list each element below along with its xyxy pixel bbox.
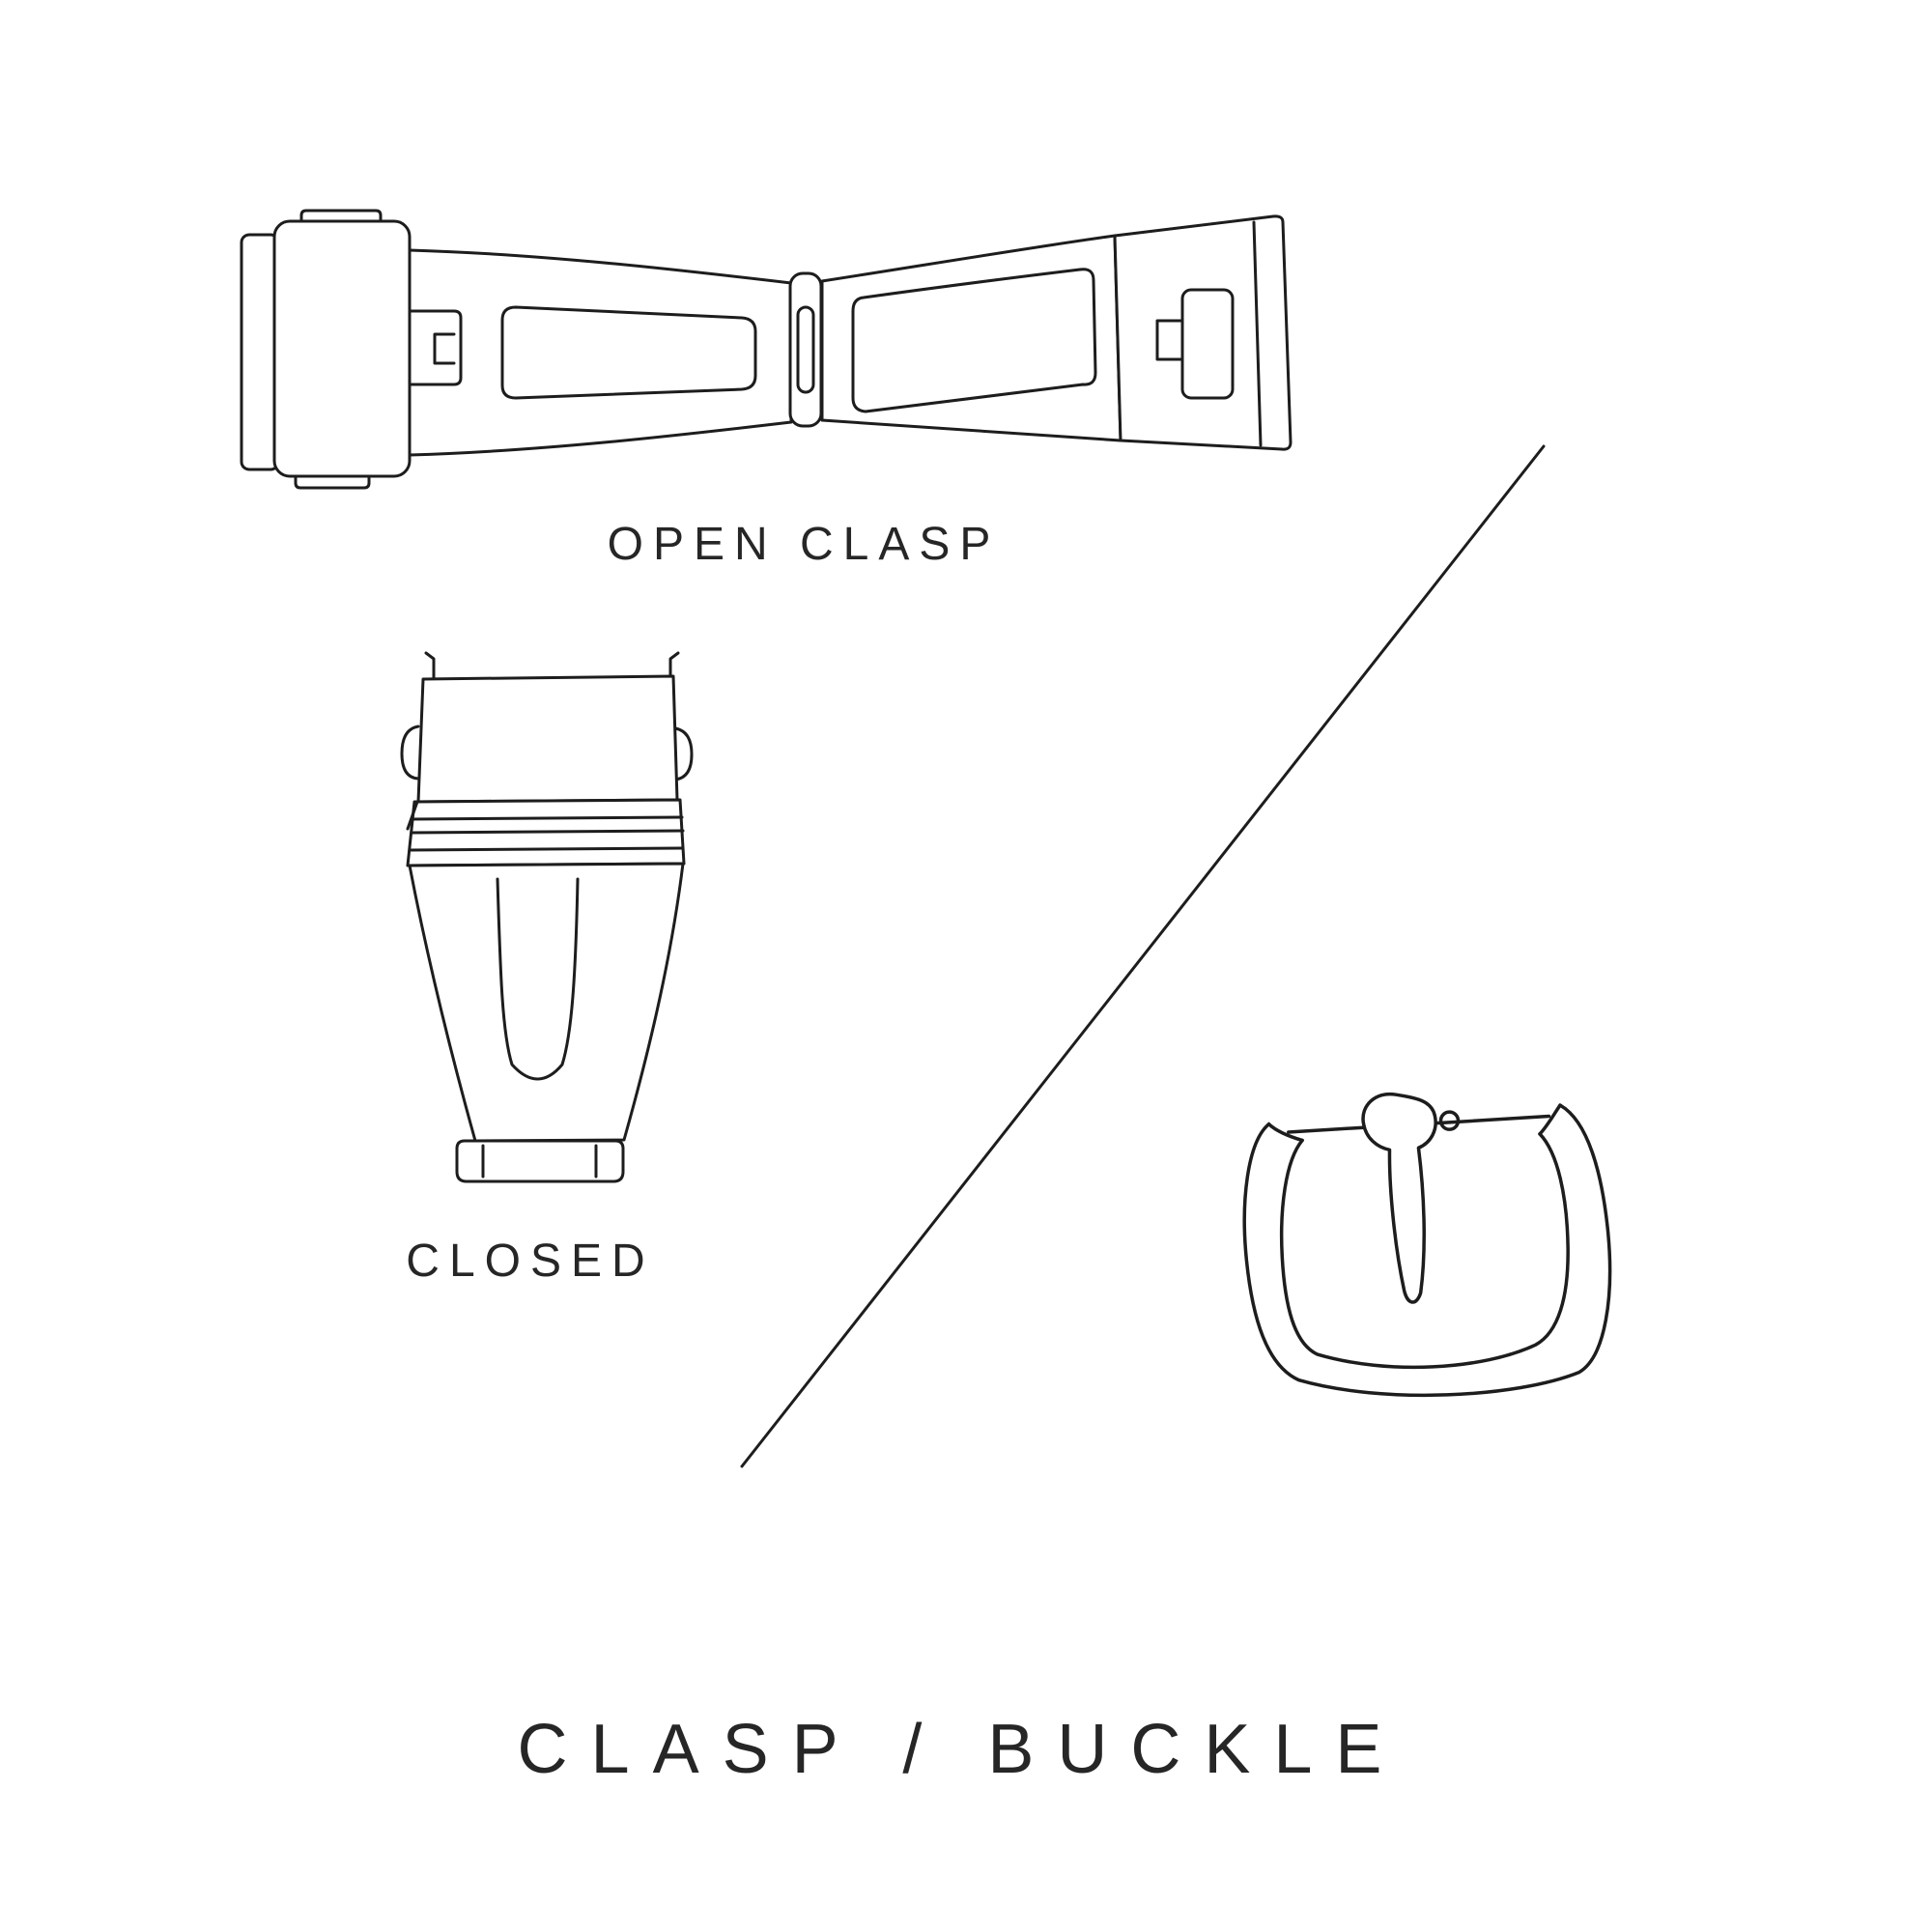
cover-plate — [416, 674, 679, 804]
right-arm-catch-hook — [1155, 319, 1184, 361]
tang-buckle-illustration — [1242, 1092, 1612, 1398]
buckle-frame-outer — [1242, 1103, 1612, 1398]
left-side-tab — [400, 724, 420, 781]
right-arm-catch — [1180, 288, 1235, 400]
buckle-tongue — [1361, 1092, 1437, 1304]
left-arm-inner-outline — [500, 305, 757, 400]
end-link-body — [272, 219, 412, 478]
buckle-left-horn-tip — [1266, 1122, 1304, 1143]
left-arm-notch-step — [433, 332, 456, 365]
right-arm-inner-outline — [851, 268, 1097, 413]
body-inner-slot — [496, 877, 580, 1081]
band-line-1 — [411, 815, 684, 821]
band-line-2 — [410, 829, 685, 835]
band-chamfer — [406, 800, 419, 831]
clasp-body — [408, 862, 685, 1143]
end-link-bottom-tab — [294, 473, 371, 490]
pin-ring — [1438, 1110, 1461, 1131]
hinge-inner — [796, 305, 815, 394]
open-clasp-illustration — [240, 209, 1293, 490]
band-line-3 — [409, 846, 685, 852]
buckle-right-horn-tip — [1538, 1103, 1562, 1136]
closed-clasp-illustration — [400, 651, 694, 1183]
clasp-base — [455, 1139, 625, 1183]
right-arm-end-cap — [1113, 214, 1293, 451]
right-arm-outline — [820, 234, 1122, 442]
buckle-frame-inner — [1279, 1132, 1570, 1370]
page-title: CLASP / BUCKLE — [517, 1711, 1406, 1788]
closed-clasp-label: CLOSED — [406, 1236, 655, 1287]
end-link-edge-strip — [240, 233, 280, 471]
open-clasp-label: OPEN CLASP — [607, 519, 1001, 570]
hinge-bar — [788, 271, 823, 428]
diagonal-divider — [740, 444, 1546, 1468]
left-arm-outline — [408, 248, 793, 457]
end-link-top-tab — [299, 209, 383, 225]
end-cap-edge-line — [1252, 220, 1263, 447]
right-side-tab — [673, 726, 694, 781]
left-arm-notch — [408, 309, 463, 386]
